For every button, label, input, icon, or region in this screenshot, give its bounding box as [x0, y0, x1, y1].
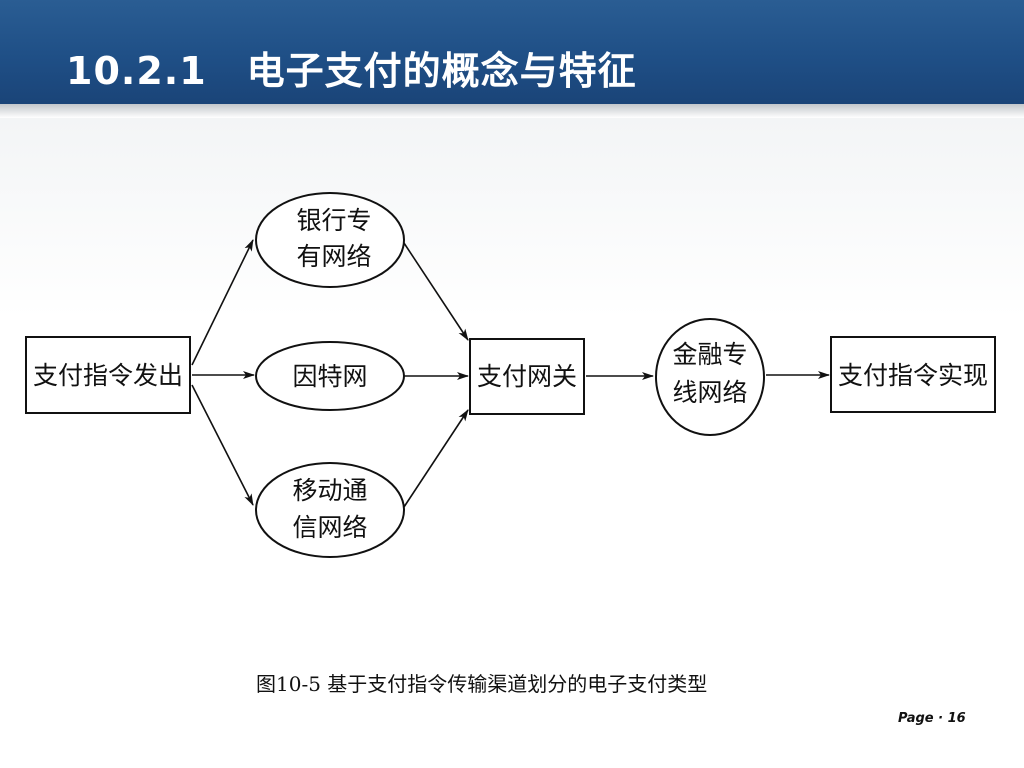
node-payment-order-fulfilled-label: 支付指令实现: [838, 361, 988, 390]
background-texture: [0, 118, 1024, 318]
node-mobile-network-line1: 移动通: [292, 476, 367, 505]
node-bank-private-network: 银行专 有网络: [255, 192, 405, 288]
edge-source-to-bank-network: [191, 239, 254, 366]
section-title: 电子支付的概念与特征: [246, 49, 637, 93]
title-bar: [0, 0, 1024, 104]
slide-title: 10.2.1 电子支付的概念与特征: [66, 40, 637, 95]
node-payment-order-issued: 支付指令发出: [25, 336, 191, 414]
node-payment-order-fulfilled: 支付指令实现: [830, 336, 996, 413]
node-payment-gateway-label: 支付网关: [477, 362, 577, 391]
page-separator: ·: [938, 711, 944, 726]
node-bank-private-network-line2: 有网络: [296, 242, 371, 271]
node-internet: 因特网: [255, 341, 405, 411]
node-mobile-network: 移动通 信网络: [255, 462, 405, 558]
edge-mobile-network-to-gateway: [403, 409, 469, 508]
page-label: Page: [898, 711, 934, 726]
node-internet-label: 因特网: [292, 362, 367, 391]
figure-caption: 图10-5 基于支付指令传输渠道划分的电子支付类型: [256, 672, 708, 696]
node-financial-private-network-line2: 线网络: [672, 378, 747, 407]
node-financial-private-network: 金融专 线网络: [655, 318, 765, 436]
node-payment-order-issued-label: 支付指令发出: [33, 361, 183, 390]
node-financial-private-network-line1: 金融专: [672, 340, 747, 369]
node-bank-private-network-line1: 银行专: [296, 206, 371, 235]
edge-source-to-mobile-network: [191, 384, 254, 506]
page-number: 16: [947, 711, 966, 726]
edge-bank-network-to-gateway: [403, 242, 469, 341]
page-indicator: Page · 16: [898, 711, 966, 726]
title-bar-shadow: [0, 104, 1024, 118]
node-payment-gateway: 支付网关: [469, 338, 585, 415]
section-number: 10.2.1: [66, 49, 207, 93]
node-mobile-network-line2: 信网络: [292, 513, 367, 542]
